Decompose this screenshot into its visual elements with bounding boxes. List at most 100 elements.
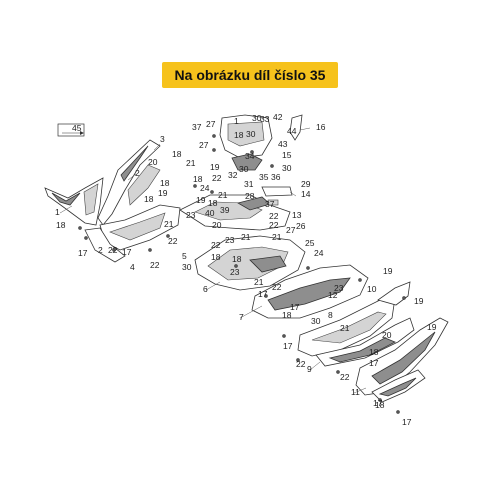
part-callout-11: 11 xyxy=(351,387,360,397)
part-callout-19: 19 xyxy=(196,195,206,205)
part-callout-42: 42 xyxy=(273,112,283,122)
part-callout-25: 25 xyxy=(305,238,315,248)
part-callout-4: 4 xyxy=(130,262,135,272)
part-callout-19: 19 xyxy=(427,322,437,332)
part-callout-22: 22 xyxy=(269,211,279,221)
part-callout-8: 8 xyxy=(328,310,333,320)
part-callout-19: 19 xyxy=(210,162,220,172)
part-callout-18: 18 xyxy=(369,347,379,357)
part-callout-26: 26 xyxy=(296,221,306,231)
part-callout-32: 32 xyxy=(228,170,238,180)
part-callout-19: 19 xyxy=(158,188,168,198)
part-callout-17: 17 xyxy=(369,358,379,368)
part-callout-23: 23 xyxy=(186,210,196,220)
part-callout-18: 18 xyxy=(232,254,242,264)
part-callout-35: 35 xyxy=(259,172,269,182)
part-lower-side xyxy=(297,297,396,357)
banner-text: Na obrázku díl číslo 35 xyxy=(174,67,326,83)
part-callout-20: 20 xyxy=(382,330,392,340)
part-callout-34: 34 xyxy=(245,151,255,161)
part-callout-23: 23 xyxy=(225,235,235,245)
part-callout-24: 24 xyxy=(314,248,324,258)
part-callout-22: 22 xyxy=(108,245,118,255)
part-bottom-fairing xyxy=(355,317,449,403)
part-callout-23: 23 xyxy=(230,267,240,277)
part-callout-10: 10 xyxy=(367,284,377,294)
part-callout-9: 9 xyxy=(307,364,312,374)
part-callout-18: 18 xyxy=(282,310,292,320)
part-bracket xyxy=(261,186,293,206)
part-callout-18: 18 xyxy=(144,194,154,204)
part-callout-40: 40 xyxy=(205,208,215,218)
part-left-front-panel xyxy=(44,177,104,226)
part-right-side-panel xyxy=(251,264,369,319)
part-callout-33: 33 xyxy=(260,114,270,124)
part-callout-20: 20 xyxy=(212,220,222,230)
part-callout-21: 21 xyxy=(164,219,174,229)
part-inner-shield xyxy=(84,204,181,263)
part-callout-24: 24 xyxy=(200,183,210,193)
part-callout-23: 23 xyxy=(334,283,344,293)
part-callout-45: 45 xyxy=(72,123,82,133)
part-callout-22: 22 xyxy=(212,173,222,183)
title-banner: Na obrázku díl číslo 35 xyxy=(162,62,338,88)
leader-lines xyxy=(59,127,367,394)
part-callout-29: 29 xyxy=(301,179,311,189)
part-callout-19: 19 xyxy=(414,296,424,306)
part-callout-1: 1 xyxy=(234,116,239,126)
part-callout-27: 27 xyxy=(199,140,209,150)
part-callout-30: 30 xyxy=(311,316,321,326)
part-callout-21: 21 xyxy=(186,158,196,168)
part-callout-18: 18 xyxy=(172,149,182,159)
part-callout-1: 1 xyxy=(55,207,60,217)
part-callout-14: 14 xyxy=(301,189,311,199)
part-callout-17: 17 xyxy=(290,302,300,312)
part-callout-22: 22 xyxy=(272,282,282,292)
part-callout-27: 27 xyxy=(286,225,296,235)
part-central-tunnel xyxy=(179,194,291,231)
part-callout-21: 21 xyxy=(218,190,228,200)
legend-box xyxy=(57,123,85,137)
part-callout-22: 22 xyxy=(269,220,279,230)
part-callout-43: 43 xyxy=(278,139,288,149)
part-callout-39: 39 xyxy=(220,205,230,215)
part-callout-37: 37 xyxy=(265,199,275,209)
part-callout-30: 30 xyxy=(182,262,192,272)
part-callout-30: 30 xyxy=(252,113,262,123)
part-callout-17: 17 xyxy=(373,398,383,408)
part-callout-21: 21 xyxy=(241,232,251,242)
part-callout-21: 21 xyxy=(272,232,282,242)
part-callout-18: 18 xyxy=(160,178,170,188)
part-callout-22: 22 xyxy=(340,372,350,382)
part-callout-12: 12 xyxy=(328,290,338,300)
part-callout-17: 17 xyxy=(402,417,412,427)
part-side-trim xyxy=(315,281,415,367)
part-callout-30: 30 xyxy=(282,163,292,173)
part-callout-15: 15 xyxy=(282,150,292,160)
part-callout-18: 18 xyxy=(208,198,218,208)
part-callout-17: 17 xyxy=(122,247,132,257)
part-callout-20: 20 xyxy=(148,157,158,167)
part-callout-37: 37 xyxy=(192,122,202,132)
part-callout-30: 30 xyxy=(246,129,256,139)
part-callout-22: 22 xyxy=(211,240,221,250)
part-callout-18: 18 xyxy=(56,220,66,230)
part-callout-13: 13 xyxy=(292,210,302,220)
part-callout-27: 27 xyxy=(206,119,216,129)
part-callout-17: 17 xyxy=(78,248,88,258)
part-callout-2: 2 xyxy=(135,168,140,178)
part-callout-22: 22 xyxy=(296,359,306,369)
part-callout-28: 28 xyxy=(245,191,255,201)
part-callout-6: 6 xyxy=(203,284,208,294)
part-callout-18: 18 xyxy=(375,400,385,410)
part-callout-18: 18 xyxy=(211,252,221,262)
part-callout-21: 21 xyxy=(340,323,350,333)
part-callout-18: 18 xyxy=(234,130,244,140)
part-callout-3: 3 xyxy=(160,134,165,144)
part-callout-21: 21 xyxy=(254,277,264,287)
part-callout-22: 22 xyxy=(150,260,160,270)
part-callout-16: 16 xyxy=(316,122,326,132)
part-callout-2: 2 xyxy=(98,245,103,255)
